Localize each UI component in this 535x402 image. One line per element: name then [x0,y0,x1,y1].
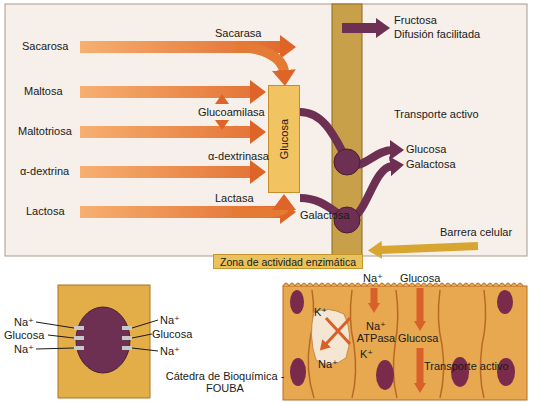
glucose-arrow [417,288,424,322]
digestion-arrow [232,208,284,213]
binding-site [122,326,132,330]
transporter [334,149,360,175]
text-label: α-dextrina [20,165,69,177]
cell-nucleus [290,290,304,314]
cell-nucleus [290,358,306,386]
text-label: Fructosa [394,14,437,26]
epithelium [283,286,527,400]
diffusion-arrow [342,23,378,33]
text-label: Na⁺ [160,345,180,357]
digestion-arrow [80,166,252,178]
leader-line [36,320,158,351]
node-label: Zona de actividad enzimática [220,256,356,268]
text-label: Glucosa [400,272,440,284]
node-label: Glucosa [278,119,290,159]
text-label: Sacarosa [22,40,68,52]
text-label: Na⁺ [160,314,180,326]
digestion-arrow [80,86,252,98]
text-label: Galactosa [300,209,350,221]
glucose-arrow [417,348,424,384]
binding-site [74,326,84,330]
text-label: Galactosa [406,158,456,170]
binding-site [74,336,84,340]
product-box: Glucosa [268,85,300,193]
text-label: K⁺ [314,306,327,318]
text-label: Glucosa [4,329,44,341]
cell-nucleus [376,360,394,390]
text-label: Difusión facilitada [394,28,480,40]
cell-border [308,290,485,398]
text-label: Glucosa [152,328,192,340]
double-arrow [215,120,229,130]
text-label: Glucoamilasa [198,106,265,118]
text-label: Na⁺ [318,358,338,370]
binding-site [122,346,132,350]
text-label: Glucosa [406,143,446,155]
binding-site [122,336,132,340]
membrane-band [58,285,150,398]
lumen-panel [5,4,527,256]
text-label: Transporte activo [424,360,509,372]
zone-band: Zona de actividad enzimática [213,254,363,269]
text-label: Na⁺ ATPasa [356,320,396,344]
text-label: Lactosa [26,205,65,217]
text-label: Na⁺ [363,272,383,284]
text-label: Na⁺ [14,343,34,355]
text-label: Na⁺ [14,316,34,328]
text-label: Sacarasa [215,27,261,39]
text-label: Barrera celular [440,226,512,238]
text-label: Cátedra de Bioquímica - FOUBA [160,370,290,394]
text-label: Lactasa [215,192,254,204]
cell-nucleus [497,290,513,314]
pointer-arrow [380,246,478,250]
transporter [76,307,130,373]
text-label: K⁺ [360,348,373,360]
pump-arrow [326,318,350,344]
text-label: Maltosa [24,85,63,97]
ion-arrow [371,288,378,304]
digestion-arrow [80,126,252,138]
text-label: Maltotriosa [18,125,72,137]
text-label: Glucosa [398,332,438,344]
binding-site [74,346,84,350]
text-label: Transporte activo [394,108,479,120]
text-label: α-dextrinasa [208,150,269,162]
double-arrow [215,94,229,104]
digestion-arrow [236,47,284,72]
